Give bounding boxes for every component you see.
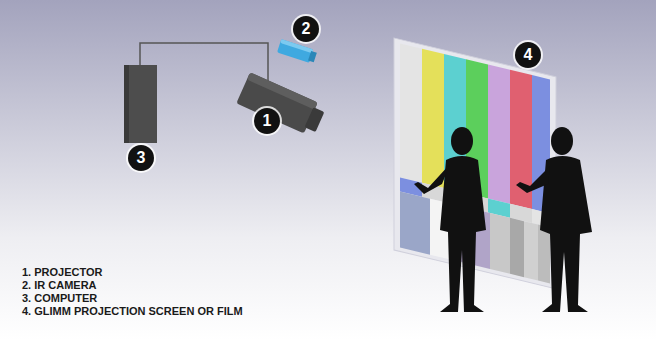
ir-camera — [277, 39, 317, 64]
callout-number: 1 — [254, 108, 280, 134]
legend-text: 4. GLIMM PROJECTION SCREEN OR FILM — [22, 305, 243, 318]
callout-number: 3 — [128, 145, 154, 171]
callout-number: 2 — [293, 16, 319, 42]
projector — [236, 72, 327, 137]
computer-tower — [124, 65, 157, 143]
legend-text: 2. IR CAMERA — [22, 279, 97, 292]
person-silhouette — [516, 127, 592, 312]
computer-side — [124, 65, 129, 143]
person-silhouette — [414, 127, 486, 312]
legend-text: 1. PROJECTOR — [22, 266, 103, 279]
callout-number: 4 — [515, 42, 541, 68]
legend-text: 3. COMPUTER — [22, 292, 97, 305]
